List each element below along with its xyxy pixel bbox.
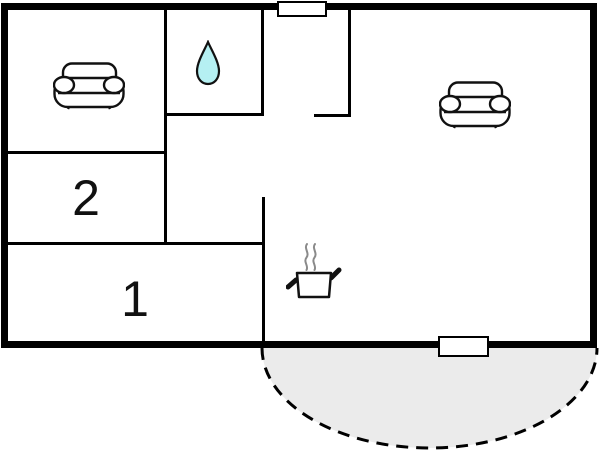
sofa-icon — [53, 62, 125, 110]
room-1-label: 1 — [121, 271, 149, 327]
terrace-dashed-edge — [260, 347, 599, 450]
interior-wall-bathroom-bottom — [164, 113, 264, 116]
interior-wall-room2-top — [8, 151, 167, 154]
interior-wall-entry-stub — [314, 114, 351, 117]
water-drop-icon — [195, 40, 221, 86]
room-2-label: 2 — [72, 170, 100, 226]
steam-icon — [304, 243, 317, 271]
interior-wall-left-vertical — [164, 10, 167, 245]
window-bottom — [438, 336, 489, 357]
interior-wall-bathroom-right — [261, 10, 264, 116]
cooking-pot-icon — [286, 243, 342, 299]
interior-wall-entry-vertical — [348, 10, 351, 117]
sofa-icon — [439, 81, 511, 129]
interior-wall-room1-right — [262, 197, 265, 341]
interior-wall-room1-top — [8, 242, 265, 245]
window-top — [277, 1, 327, 17]
